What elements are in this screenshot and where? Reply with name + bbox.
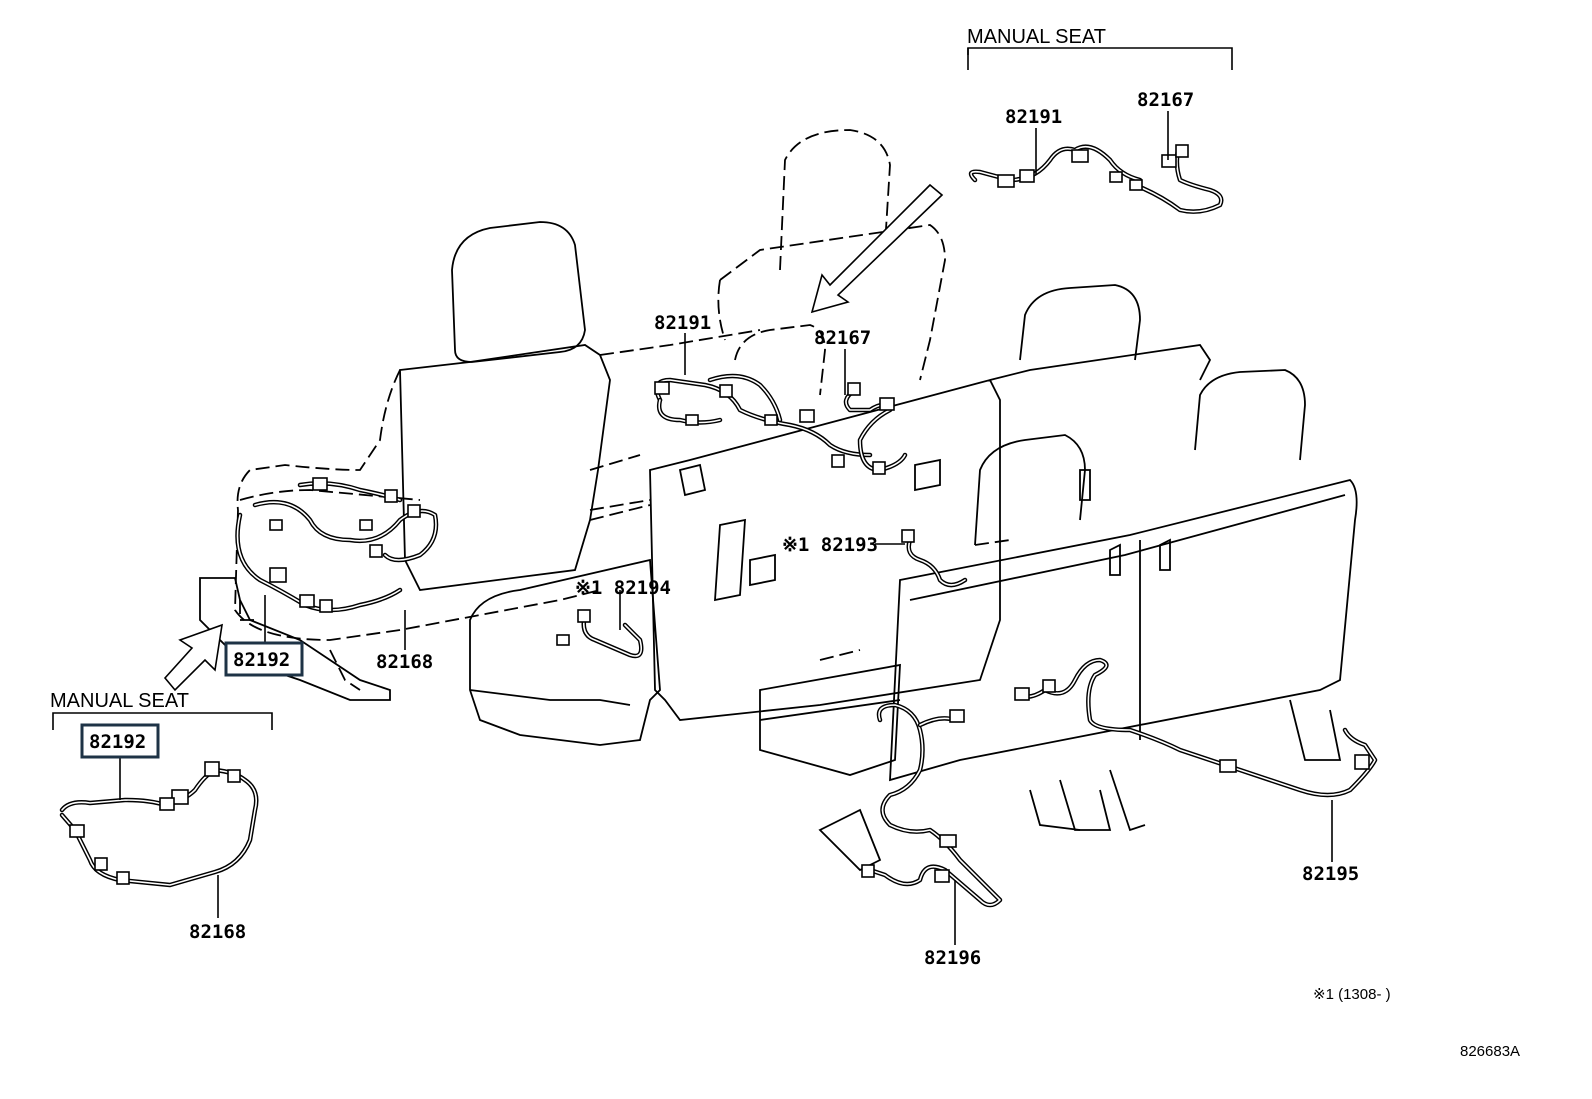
second-row-right-seat	[469, 129, 1001, 746]
part-82192-inset[interactable]: 82192	[89, 731, 146, 753]
part-82196[interactable]: 82196	[924, 947, 981, 969]
arrow-left-icon	[163, 623, 223, 692]
part-82168-main[interactable]: 82168	[376, 651, 433, 673]
front-left-seat	[199, 221, 761, 701]
highlight-box-82192-inset	[80, 723, 160, 759]
part-82191-top[interactable]: 82191	[1005, 106, 1062, 128]
label-manual-seat-left: MANUAL SEAT	[50, 690, 189, 712]
highlight-box-82192-main	[224, 641, 304, 677]
part-82191-mid[interactable]: 82191	[654, 312, 711, 334]
label-manual-seat-top: MANUAL SEAT	[967, 26, 1106, 48]
part-82192-main[interactable]: 82192	[233, 649, 290, 671]
inset-top-manual-seat	[967, 47, 1233, 214]
direction-arrows	[163, 183, 944, 692]
part-82167-top[interactable]: 82167	[1137, 89, 1194, 111]
inset-left-manual-seat	[52, 712, 273, 888]
arrow-top-icon	[810, 183, 944, 314]
part-82168-inset[interactable]: 82168	[189, 921, 246, 943]
leader-lines	[119, 111, 1333, 945]
part-82193[interactable]: ※1 82193	[782, 534, 878, 556]
part-82167-mid[interactable]: 82167	[814, 327, 871, 349]
figure-code: 826683A	[1460, 1043, 1520, 1060]
footnote: ※1 (1308- )	[1313, 986, 1391, 1003]
part-82194[interactable]: ※1 82194	[575, 577, 671, 599]
third-row-seats	[759, 284, 1378, 908]
part-82195[interactable]: 82195	[1302, 863, 1359, 885]
